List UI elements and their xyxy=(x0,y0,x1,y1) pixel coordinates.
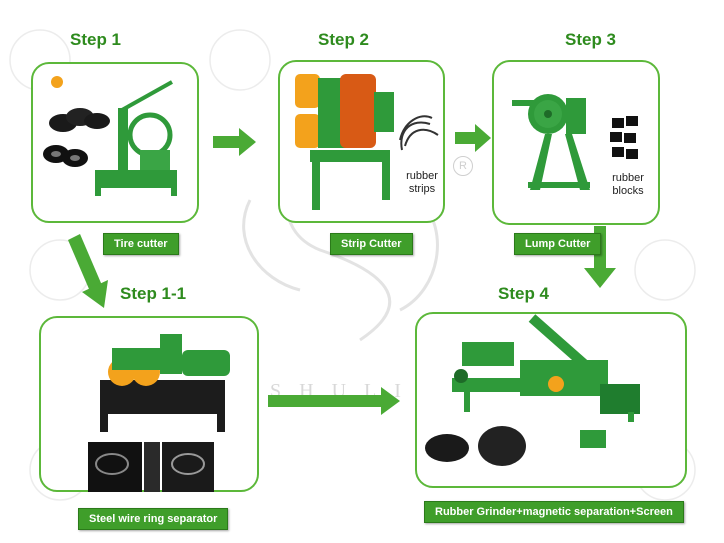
arrow-step1-to-step1-1 xyxy=(68,234,108,308)
step-4-title: Step 4 xyxy=(498,284,550,303)
tire-cutter-image xyxy=(43,76,177,196)
strip-cutter-image xyxy=(295,74,439,210)
lump-cutter-image xyxy=(512,94,638,190)
rubber-strips-line2: strips xyxy=(408,183,436,195)
strip-cutter-tag: Strip Cutter xyxy=(330,233,413,255)
arrow-step2-to-step3 xyxy=(455,124,491,152)
rubber-strips-label: rubber strips xyxy=(400,170,444,196)
rubber-blocks-line2: blocks xyxy=(612,185,644,197)
lump-cutter-tag: Lump Cutter xyxy=(514,233,602,255)
registered-mark: R xyxy=(453,156,473,176)
step-1-1-title: Step 1-1 xyxy=(120,284,187,303)
step-2-title: Step 2 xyxy=(318,30,370,49)
grinder-tag: Rubber Grinder+magnetic separation+Scree… xyxy=(424,501,684,523)
arrow-step1-1-to-step4 xyxy=(268,387,400,415)
arrow-step1-to-step2 xyxy=(213,128,256,156)
tire-cutter-tag: Tire cutter xyxy=(103,233,179,255)
step-1-title: Step 1 xyxy=(70,30,122,49)
grinder-image xyxy=(425,314,640,466)
rubber-blocks-line1: rubber xyxy=(612,172,644,184)
rubber-blocks-label: rubber blocks xyxy=(606,172,650,198)
step-3-title: Step 3 xyxy=(565,30,617,49)
rubber-strips-line1: rubber xyxy=(406,170,438,182)
steel-separator-tag: Steel wire ring separator xyxy=(78,508,229,530)
steel-separator-image xyxy=(88,334,230,492)
